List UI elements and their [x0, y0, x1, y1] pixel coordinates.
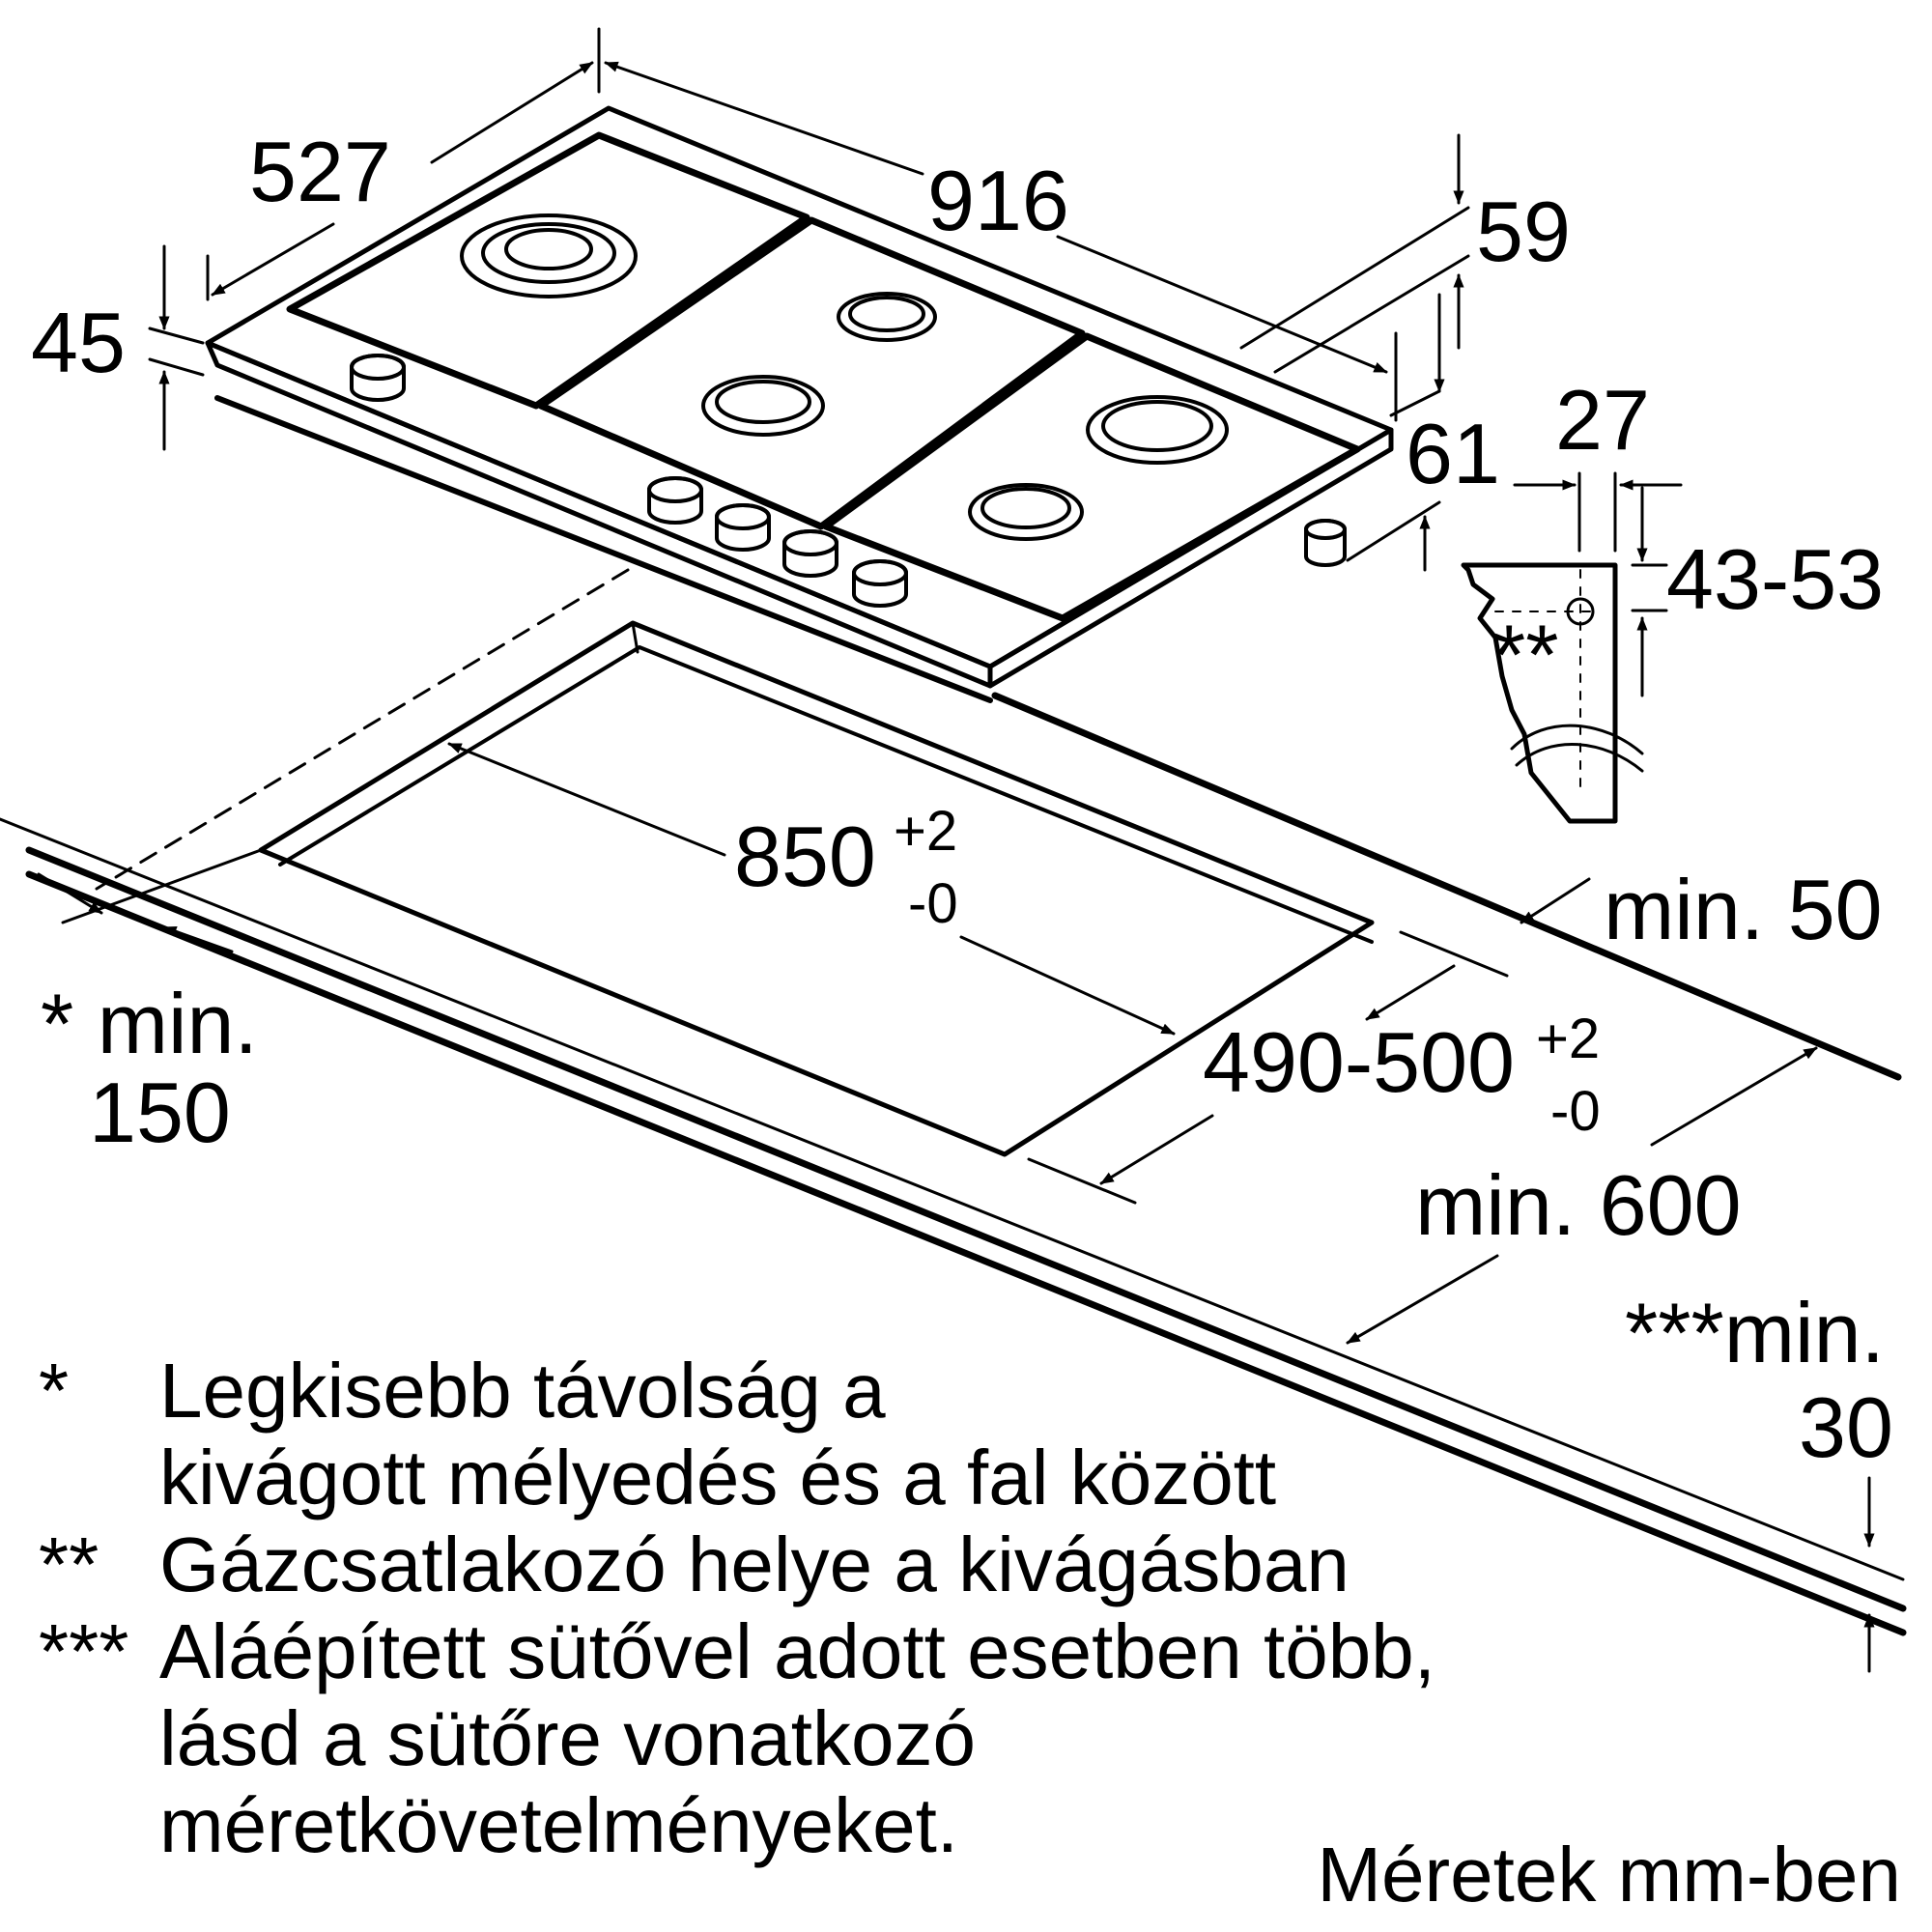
wall-line — [991, 692, 1902, 1081]
dim-cutout-depth-tol-plus: +2 — [1536, 1008, 1600, 1070]
worktop-front-edge-lower — [25, 870, 1907, 1636]
footnote-line: Legkisebb távolság a — [159, 1348, 886, 1434]
burner-front-middle — [701, 375, 825, 437]
pan-support-middle — [537, 216, 1086, 530]
dim-cutout-depth-tol-minus: -0 — [1550, 1080, 1601, 1143]
burner-front-right — [968, 483, 1084, 541]
dim-oven-clearance-line1: ***min. — [1625, 1285, 1885, 1380]
wall-dashed-line — [95, 568, 630, 891]
dim-cutout-depth: 490-500 — [1203, 1014, 1515, 1110]
dim-oven-clearance-line2: 30 — [1799, 1379, 1893, 1475]
hob-base-line — [214, 395, 993, 703]
footnote-line: kivágott mélyedés és a fal között — [159, 1435, 1277, 1520]
clamp-bracket — [1461, 562, 1618, 824]
dim-rear-height: 59 — [1476, 184, 1571, 279]
dim-clamp-width: 27 — [1555, 372, 1650, 468]
dim-total-height: 45 — [31, 295, 126, 390]
footnote-mark: ** — [39, 1521, 99, 1607]
footnote-mark: * — [39, 1348, 70, 1434]
dim-worktop-thickness: 43-53 — [1666, 531, 1884, 627]
hob-front-edge — [205, 340, 993, 689]
clamp-gas-mark: ** — [1492, 607, 1559, 702]
footnote-text: Aláépített sütővel adott esetben több, l… — [159, 1608, 1739, 1869]
footnote-text: Legkisebb távolság a kivágott mélyedés é… — [159, 1348, 1739, 1521]
hob-dimension-lines — [148, 27, 1470, 572]
worktop-front-edge — [25, 846, 1907, 1612]
pan-support-right — [822, 332, 1361, 622]
worktop-illustration — [0, 568, 1907, 1636]
cutout-outline — [258, 620, 1375, 1157]
footnote-mark: *** — [39, 1608, 129, 1694]
dim-hob-width: 916 — [927, 153, 1069, 248]
burner-rear-right — [1086, 395, 1229, 465]
dim-cutout-length-tol-minus: -0 — [908, 872, 958, 935]
dim-side-height: 61 — [1406, 406, 1500, 501]
dim-cutout-length: 850 — [734, 809, 876, 904]
footnote-1: * Legkisebb távolság a kivágott mélyedés… — [39, 1348, 1739, 1521]
hob-right-edge — [987, 427, 1394, 689]
footnote-text: Gázcsatlakozó helye a kivágásban — [159, 1521, 1739, 1608]
dimension-labels: 527 916 59 45 61 27 43-53 ** 850 +2 -0 4… — [31, 124, 1893, 1475]
dim-hob-depth: 527 — [249, 124, 391, 219]
units-label: Méretek mm-ben — [1317, 1832, 1901, 1918]
footnote-line: Aláépített sütővel adott esetben több, — [159, 1608, 1435, 1694]
footnote-2: ** Gázcsatlakozó helye a kivágásban — [39, 1521, 1739, 1608]
footnotes: * Legkisebb távolság a kivágott mélyedés… — [39, 1348, 1739, 1869]
burner-rear-middle — [837, 292, 937, 342]
pan-support-left — [286, 131, 810, 410]
mounting-clamp-detail — [1461, 471, 1683, 824]
burner-wok — [460, 213, 638, 298]
worktop-top-edge — [0, 817, 1905, 1581]
control-knobs — [350, 354, 1347, 608]
cutout-inner-edge — [278, 645, 1374, 944]
footnote-line: Gázcsatlakozó helye a kivágásban — [159, 1521, 1350, 1607]
hob-illustration — [205, 105, 1394, 703]
footnote-line: lásd a sütőre vonatkozó — [159, 1695, 976, 1781]
dim-side-clearance-line2: 150 — [89, 1065, 231, 1160]
dim-cutout-length-tol-plus: +2 — [894, 800, 957, 863]
worktop-dimension-lines — [37, 742, 1875, 1673]
dim-worktop-depth: min. 600 — [1415, 1157, 1742, 1253]
footnote-3: *** Aláépített sütővel adott esetben töb… — [39, 1608, 1739, 1869]
footnote-line: méretkövetelményeket. — [159, 1782, 959, 1868]
dim-rear-clearance: min. 50 — [1604, 862, 1883, 957]
dim-side-clearance-line1: * min. — [41, 976, 258, 1071]
